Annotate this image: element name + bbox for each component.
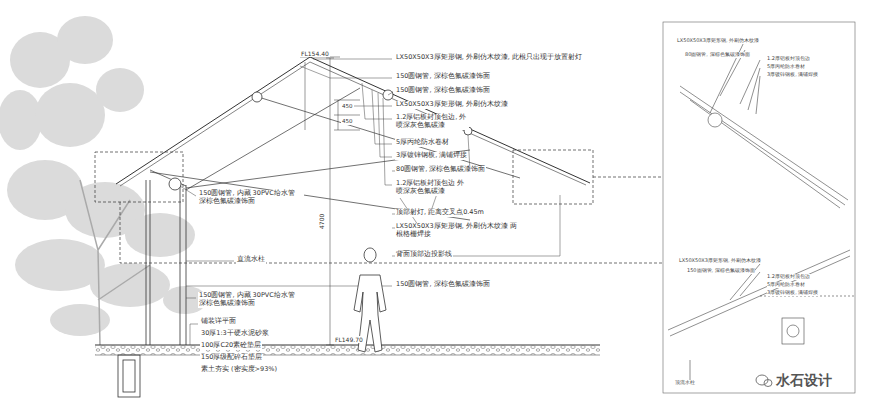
foundation bbox=[118, 355, 140, 397]
detail-note: 1.2厚铝板封顶包边 bbox=[767, 274, 810, 280]
detail-note: 顶流水柱 bbox=[675, 380, 695, 386]
detail-note: LX50X50X3厚矩形钢, 外刷仿木纹漆 bbox=[679, 258, 761, 264]
detail-note: 3厚镀锌钢板, 满铺焊接 bbox=[767, 72, 818, 78]
callout-note: 80圆钢管, 深棕色氟碳漆饰面 bbox=[395, 166, 486, 174]
callout-note: 150圆钢管, 深棕色氟碳漆饰面 bbox=[395, 281, 491, 289]
dimension-lines bbox=[300, 57, 360, 345]
callout-note: LX50X50X3厚矩形钢, 外刷仿木纹漆 bbox=[395, 101, 509, 109]
detail-note: 3厚镀锌钢板, 满铺焊接 bbox=[767, 290, 818, 296]
dimension: 450 bbox=[341, 118, 354, 125]
detail-sketch bbox=[668, 40, 855, 385]
callout-note: LX50X50X3厚矩形钢, 外刷仿木纹漆 两根格栅焊接 bbox=[395, 223, 519, 239]
callout-note: 直流水柱 bbox=[236, 256, 266, 264]
ground-line bbox=[95, 355, 600, 356]
callout-note: LX50X50X3厚矩形钢, 外刷仿木纹漆, 此根只出现于放置射灯 bbox=[395, 54, 583, 62]
callout-note: 背面顶部边投影线 bbox=[395, 251, 453, 259]
layer-note: 素土夯实 (密实度>93%) bbox=[200, 366, 278, 374]
columns bbox=[146, 180, 186, 345]
layer-note: 100厚C20素砼垫层 bbox=[200, 342, 262, 350]
callout-note: 150圆钢管, 深棕色氟碳漆饰面 bbox=[395, 87, 491, 95]
callout-note: 顶部射灯, 距离交叉点0.45m bbox=[395, 209, 485, 217]
detail-note: 5厚丙纶防水卷材 bbox=[767, 282, 805, 288]
dimension: 450 bbox=[341, 103, 354, 110]
tree-trunk bbox=[80, 180, 150, 345]
callout-note: 150圆钢管, 内藏 30PVC给水管 深棕色氟碳漆饰面 bbox=[198, 292, 304, 308]
callout-note: 3厚镀锌钢板, 满铺焊接 bbox=[395, 152, 468, 160]
detail-note: 5厚丙纶防水卷材 bbox=[767, 64, 805, 70]
callout-note: 铺装详平面 bbox=[200, 318, 237, 326]
detail-note: 150圆钢管, 深棕色氟碳漆饰面 bbox=[687, 268, 755, 274]
detail-note: LX50X50X3厚矩形钢, 外刷仿木纹漆 bbox=[677, 38, 759, 44]
elevation-mark: FL154.40 bbox=[300, 50, 330, 57]
layer-note: 30厚1:3干硬水泥砂浆 bbox=[200, 330, 270, 338]
callout-note: 1.2厚铝板封顶包边 外喷深灰色氟碳漆 bbox=[395, 180, 469, 196]
detail-note: 80圆钢管, 深棕色氟碳漆饰面 bbox=[685, 52, 750, 58]
wechat-icon bbox=[756, 375, 772, 387]
roof bbox=[116, 57, 590, 220]
dimension: 4700 bbox=[318, 213, 325, 230]
detail-panel-frame bbox=[663, 22, 855, 393]
callout-note: 5厚丙纶防水卷材 bbox=[395, 139, 450, 147]
watermark: 水石设计 bbox=[775, 372, 833, 389]
detail-callouts bbox=[95, 150, 663, 263]
gravel-layer bbox=[95, 345, 600, 355]
detail-panel: LX50X50X3厚矩形钢, 外刷仿木纹漆 80圆钢管, 深棕色氟碳漆饰面 1.2厚… bbox=[663, 22, 855, 393]
detail-note: 1.2厚铝板封顶包边 bbox=[767, 56, 810, 62]
elevation-mark: FL149.70 bbox=[334, 336, 364, 343]
layer-note: 150厚级配碎石垫层 bbox=[200, 354, 263, 362]
callout-note: 150圆钢管, 深棕色氟碳漆饰面 bbox=[395, 73, 491, 81]
callout-note: 150圆钢管, 内藏 30PVC给水管 深棕色氟碳漆饰面 bbox=[198, 190, 304, 206]
callout-note: 1.2厚铝板封顶包边, 外喷深灰色氟碳漆 bbox=[395, 114, 469, 130]
